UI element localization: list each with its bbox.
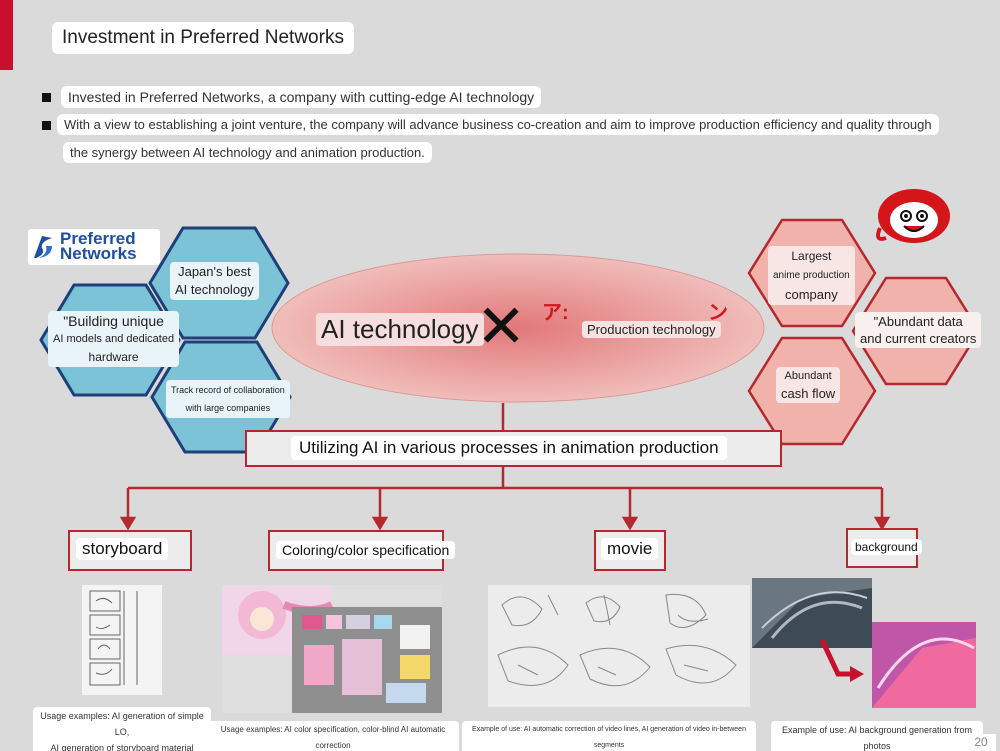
main-process-box: Utilizing AI in various processes in ani… [245, 430, 782, 467]
hex-text: "Building unique [63, 313, 164, 329]
hex-text: "Abundant data [873, 314, 963, 329]
category-storyboard: storyboard [68, 530, 192, 571]
hex-text: company [784, 287, 838, 302]
japanese-text-left: ア: [542, 302, 569, 324]
page-title: Investment in Preferred Networks [52, 22, 354, 54]
bullet-text-1: Invested in Preferred Networks, a compan… [61, 86, 542, 108]
preferred-networks-logo: Preferred Networks [28, 229, 160, 265]
category-label: storyboard [76, 538, 169, 560]
hex-left-3-label: Track record of collaboration with large… [166, 380, 290, 418]
bullet-text-2: With a view to establishing a joint vent… [57, 114, 939, 135]
caption-coloring: Usage examples: AI color specification, … [207, 721, 459, 751]
category-background: background [846, 528, 922, 568]
coloring-image [222, 585, 442, 713]
bullet-marker [42, 121, 51, 130]
cross-icon: ✕ [476, 293, 527, 360]
center-ellipse [271, 253, 765, 403]
bullet-marker [42, 93, 51, 102]
hex-text: Track record of collaboration [171, 385, 285, 395]
logo-line2: Networks [60, 244, 137, 263]
accent-bar [0, 0, 13, 70]
main-process-label: Utilizing AI in various processes in ani… [291, 436, 727, 460]
hex-left-1-label: Japan's best AI technology [170, 262, 259, 300]
caption-background: Example of use: AI background generation… [771, 721, 983, 751]
caption-text: AI generation of storyboard material [50, 743, 194, 751]
japanese-text-right: ン [708, 302, 728, 324]
movie-image [488, 585, 750, 707]
hex-right-3-label: Abundant cash flow [776, 367, 841, 403]
hex-text: cash flow [781, 386, 836, 401]
category-label: Coloring/color specification [276, 541, 456, 559]
hex-text: Japan's best [178, 264, 251, 279]
hex-right-2-label: "Abundant data and current creators [855, 312, 982, 348]
mascot-logo-icon [876, 189, 950, 243]
hex-text: with large companies [185, 403, 271, 413]
hex-text: AI technology [175, 282, 254, 297]
page-number: 20 [966, 734, 996, 751]
hex-text: anime production [773, 270, 850, 281]
hex-text: AI models and dedicated [53, 333, 175, 345]
storyboard-image [82, 585, 162, 695]
hex-text: hardware [88, 350, 139, 364]
pfn-mark-icon [34, 236, 52, 258]
category-label: movie [601, 538, 659, 560]
production-technology-label: Production technology [582, 321, 721, 338]
bullet-text-3: the synergy between AI technology and an… [63, 142, 432, 163]
category-label: background [851, 539, 922, 555]
hex-text: Abundant [784, 370, 832, 382]
caption-text: Usage examples: AI generation of simple … [40, 711, 204, 737]
hex-right-1-label: Largest anime production company [768, 246, 855, 305]
caption-movie: Example of use: AI automatic correction … [462, 721, 756, 751]
hex-text: and current creators [860, 331, 977, 346]
category-movie: movie [594, 530, 666, 571]
logo-line1: Preferred [60, 229, 136, 248]
caption-storyboard: Usage examples: AI generation of simple … [33, 707, 211, 751]
background-image [752, 578, 976, 708]
category-coloring: Coloring/color specification [268, 530, 456, 571]
hex-text: Largest [791, 249, 832, 263]
ai-technology-label: AI technology [316, 313, 484, 346]
hex-left-2-label: "Building unique AI models and dedicated… [48, 311, 180, 367]
